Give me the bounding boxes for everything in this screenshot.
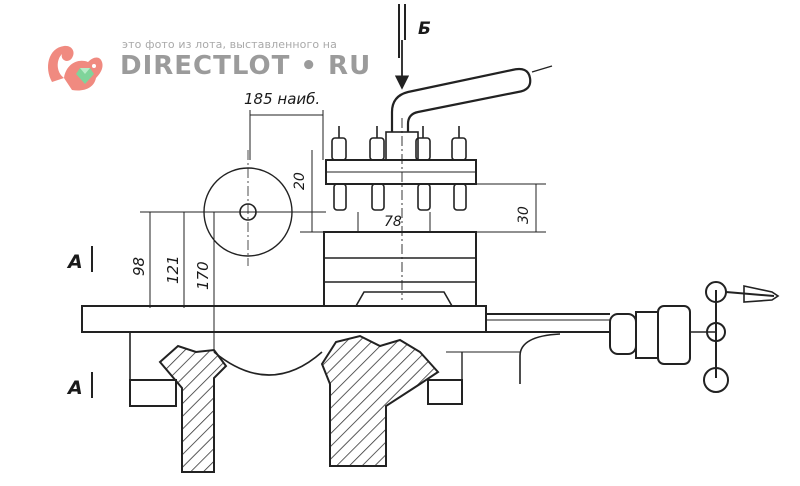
cross-slide-body xyxy=(323,231,477,307)
watermark-brand: DIRECTLOT • RU xyxy=(120,51,372,81)
dimension-20 xyxy=(300,150,326,232)
dimension-185 xyxy=(249,110,324,160)
section-a-bottom-label: А xyxy=(66,377,83,399)
lathe-bed-lower xyxy=(129,332,561,407)
guideway-right-hatched xyxy=(320,334,440,467)
arrow-b-label: Б xyxy=(418,19,431,39)
dim-20-label: 20 xyxy=(292,172,308,190)
dim-170-label: 170 xyxy=(194,261,212,290)
squirrel-logo-icon xyxy=(48,45,103,91)
toolpost-block xyxy=(325,118,477,300)
dim-185-label: 185 наиб. xyxy=(244,90,320,108)
dimension-verticals xyxy=(140,211,300,352)
dim-98-label: 98 xyxy=(130,257,148,276)
section-a-top-label: А xyxy=(66,251,83,273)
toolpost-handle xyxy=(390,65,553,132)
workpiece-circle xyxy=(188,150,312,266)
dimension-78-30 xyxy=(300,183,546,233)
dim-121-label: 121 xyxy=(164,255,182,284)
force-arrow-b xyxy=(394,4,410,90)
watermark-caption: это фото из лота, выставленного на xyxy=(122,38,337,51)
dim-30-label: 30 xyxy=(516,206,532,224)
dim-78-label: 78 xyxy=(384,214,402,230)
guideway-left-hatched xyxy=(158,344,228,473)
carriage-bar xyxy=(81,305,610,333)
handwheel-assembly xyxy=(609,281,780,393)
